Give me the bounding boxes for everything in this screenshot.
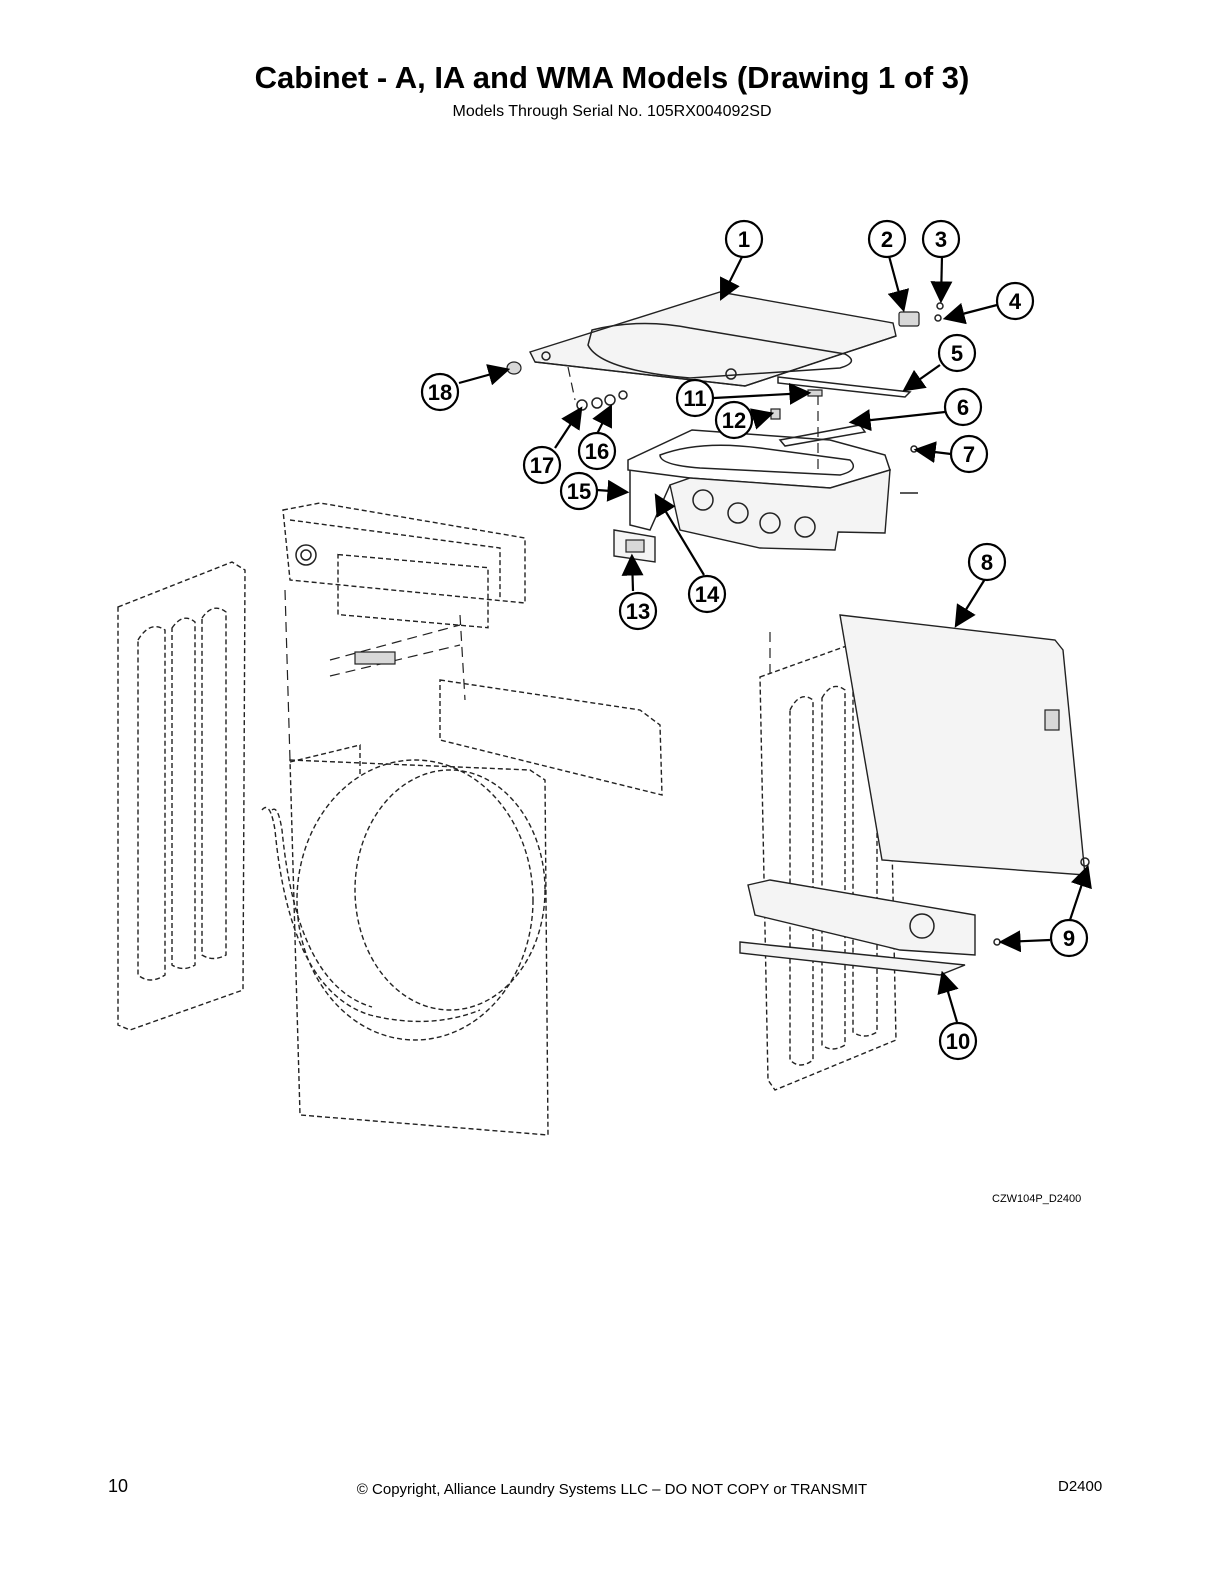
callout-7: 7 (949, 434, 989, 474)
svg-text:7: 7 (963, 442, 975, 467)
svg-text:16: 16 (585, 439, 609, 464)
svg-text:8: 8 (981, 550, 993, 575)
svg-text:15: 15 (567, 479, 591, 504)
copyright-notice: © Copyright, Alliance Laundry Systems LL… (356, 1481, 868, 1498)
callout-4: 4 (995, 281, 1035, 321)
page-number: 10 (108, 1476, 129, 1496)
svg-text:13: 13 (626, 599, 650, 624)
top-panel (529, 291, 897, 387)
svg-text:4: 4 (1009, 289, 1022, 314)
front-panel (261, 589, 663, 1136)
small-bracket (807, 389, 823, 397)
callout-6: 6 (943, 387, 983, 427)
knob (506, 361, 522, 375)
callout-5: 5 (937, 333, 977, 373)
console-bracket (627, 424, 918, 551)
control-console (282, 502, 526, 629)
svg-text:5: 5 (951, 341, 963, 366)
svg-text:3: 3 (935, 227, 947, 252)
page-title: Cabinet - A, IA and WMA Models (Drawing … (254, 60, 970, 95)
callout-17: 17 (522, 445, 562, 485)
callout-16: 16 (577, 431, 617, 471)
callout-14: 14 (687, 574, 727, 614)
svg-text:11: 11 (683, 386, 706, 411)
svg-text:6: 6 (957, 395, 969, 420)
callout-10: 10 (938, 1021, 978, 1061)
svg-text:18: 18 (428, 380, 452, 405)
svg-text:9: 9 (1063, 926, 1075, 951)
callout-3: 3 (921, 219, 961, 259)
svg-text:14: 14 (695, 582, 720, 607)
hinge-parts (898, 302, 944, 327)
clip-parts (567, 366, 628, 411)
svg-text:2: 2 (881, 227, 893, 252)
callout-18: 18 (420, 372, 460, 412)
callout-11: 11 (675, 378, 715, 418)
callout-1: 1 (724, 219, 764, 259)
svg-text:10: 10 (946, 1029, 970, 1054)
rear-panel (839, 614, 1090, 876)
base-bracket (739, 879, 1001, 976)
svg-text:12: 12 (722, 408, 746, 433)
callout-12: 12 (714, 400, 754, 440)
svg-text:1: 1 (738, 227, 750, 252)
callout-8: 8 (967, 542, 1007, 582)
callouts: 1 2 3 4 5 6 7 8 9 10 11 12 13 14 15 16 1… (420, 219, 1089, 1061)
drawing-id: CZW104P_D2400 (992, 1193, 1082, 1205)
callout-13: 13 (618, 591, 658, 631)
callout-2: 2 (867, 219, 907, 259)
page-subtitle: Models Through Serial No. 105RX004092SD (452, 103, 772, 120)
left-side-panel (117, 561, 246, 1031)
callout-leaders (458, 255, 1092, 1023)
trim-strip (777, 376, 912, 398)
callout-15: 15 (559, 471, 599, 511)
small-clip (770, 408, 781, 420)
document-number: D2400 (1058, 1478, 1103, 1495)
switch-module (613, 529, 656, 563)
svg-text:17: 17 (530, 453, 554, 478)
callout-9: 9 (1049, 918, 1089, 958)
